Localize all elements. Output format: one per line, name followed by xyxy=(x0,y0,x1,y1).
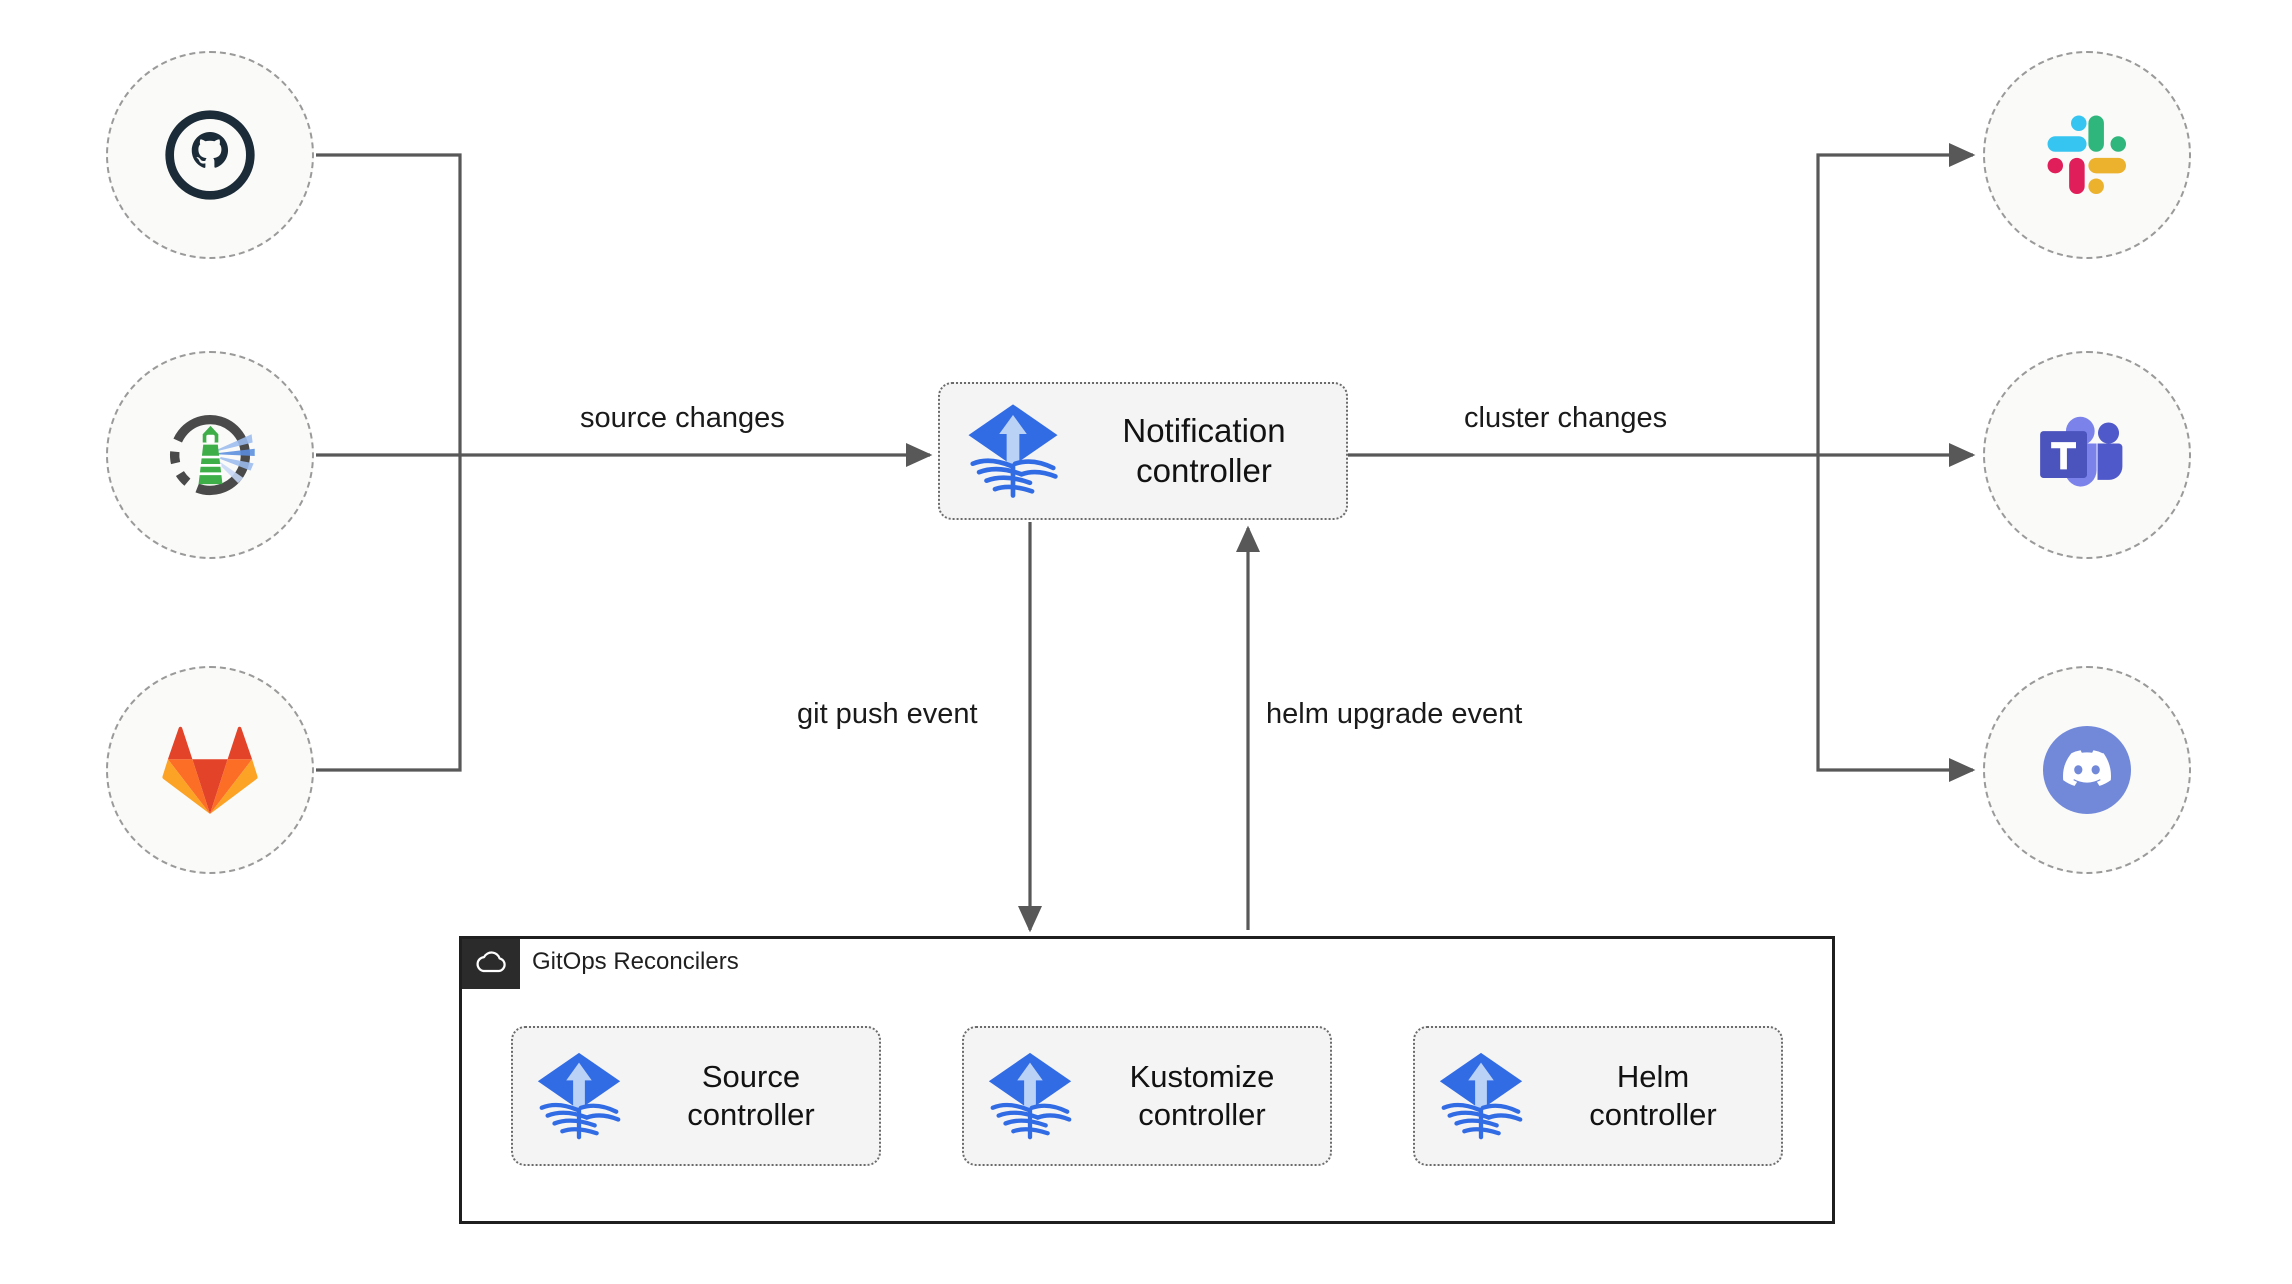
helm-controller-label: Helm controller xyxy=(1589,1059,1717,1132)
source-node-github[interactable] xyxy=(106,51,314,259)
flux-logo-icon xyxy=(976,1042,1084,1150)
wire-gitlab-to-bus xyxy=(316,455,462,772)
source-controller-box[interactable]: Source controller xyxy=(511,1026,881,1166)
helm-controller-box[interactable]: Helm controller xyxy=(1413,1026,1783,1166)
target-node-teams[interactable] xyxy=(1983,351,2191,559)
wire-github-to-bus xyxy=(316,153,462,455)
source-controller-label: Source controller xyxy=(687,1059,815,1132)
kustomize-controller-label: Kustomize controller xyxy=(1129,1059,1275,1132)
flux-lighthouse-icon xyxy=(158,403,262,507)
wire-bus-to-discord xyxy=(1816,455,1976,782)
cloud-icon xyxy=(474,950,508,979)
wire-bus-to-slack xyxy=(1816,143,1976,455)
edge-label-git-push-event: git push event xyxy=(797,698,978,730)
flux-logo-icon xyxy=(525,1042,633,1150)
notification-controller-box[interactable]: Notification controller xyxy=(938,382,1348,520)
source-node-gitlab[interactable] xyxy=(106,666,314,874)
github-icon xyxy=(162,107,258,203)
kustomize-controller-box[interactable]: Kustomize controller xyxy=(962,1026,1332,1166)
gitlab-icon xyxy=(161,724,259,816)
notification-controller-label: Notification controller xyxy=(1122,411,1286,489)
source-node-flux[interactable] xyxy=(106,351,314,559)
flux-logo-icon xyxy=(954,392,1072,510)
gitops-group-tab xyxy=(462,939,520,989)
target-node-slack[interactable] xyxy=(1983,51,2191,259)
edge-label-cluster-changes: cluster changes xyxy=(1464,402,1668,434)
edge-label-helm-upgrade-event: helm upgrade event xyxy=(1266,698,1523,730)
ms-teams-icon xyxy=(2037,411,2137,499)
flux-logo-icon xyxy=(1427,1042,1535,1150)
target-node-discord[interactable] xyxy=(1983,666,2191,874)
discord-icon xyxy=(2037,720,2137,820)
gitops-group-title: GitOps Reconcilers xyxy=(532,948,739,975)
edge-label-source-changes: source changes xyxy=(580,402,785,434)
slack-icon xyxy=(2040,108,2134,202)
